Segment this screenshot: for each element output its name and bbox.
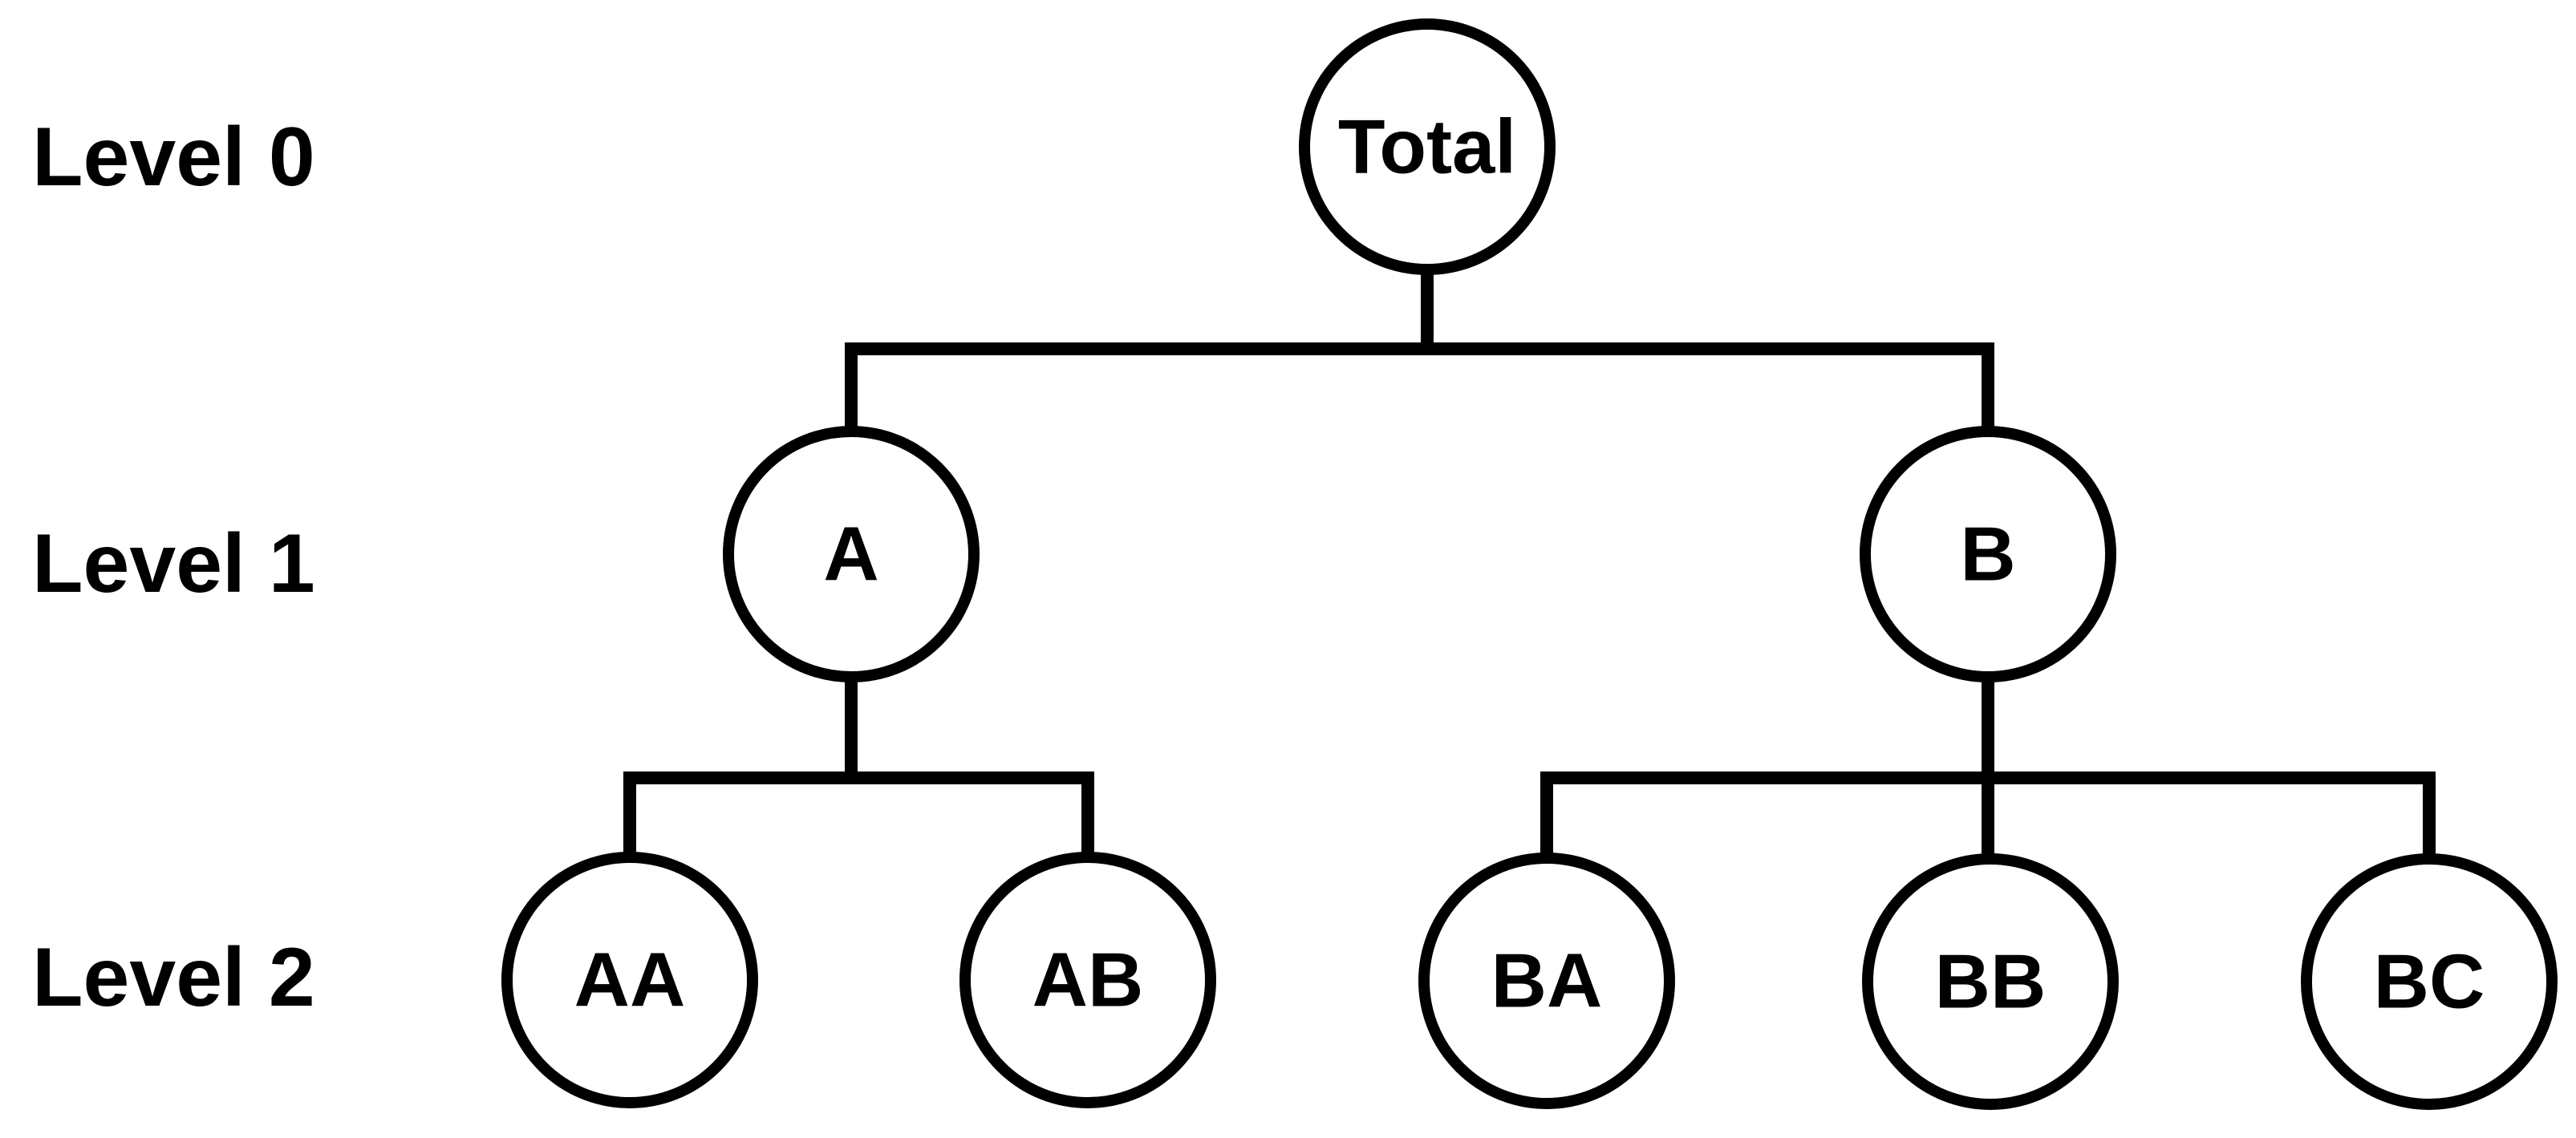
node-ab-label: AB <box>1032 938 1144 1023</box>
connectors <box>623 263 2436 863</box>
node-bc-label: BC <box>2374 939 2485 1025</box>
node-total-circle <box>1299 18 1556 275</box>
node-bb: BB <box>1862 853 2119 1110</box>
node-aa-label: AA <box>574 938 686 1023</box>
node-aa-circle <box>501 852 758 1108</box>
node-ba-circle <box>1418 852 1675 1109</box>
node-b-circle <box>1860 426 2116 682</box>
node-bc-circle <box>2301 853 2558 1110</box>
node-total-label: Total <box>1338 104 1516 190</box>
node-total: Total <box>1299 18 1556 275</box>
node-ba: BA <box>1418 852 1675 1109</box>
node-bb-circle <box>1862 853 2119 1110</box>
node-ab-circle <box>959 852 1216 1108</box>
node-b-label: B <box>1960 512 2015 597</box>
node-b: B <box>1860 426 2116 682</box>
level-2-label: Level 2 <box>32 931 315 1024</box>
node-ab: AB <box>959 852 1216 1108</box>
node-ba-label: BA <box>1491 938 1603 1024</box>
level-1-label: Level 1 <box>32 517 315 610</box>
node-a-circle <box>723 426 980 682</box>
node-bb-label: BB <box>1935 939 2047 1025</box>
level-labels: Level 0 Level 1 Level 2 <box>32 111 315 1024</box>
node-aa: AA <box>501 852 758 1108</box>
node-a: A <box>723 426 980 682</box>
node-a-label: A <box>823 512 878 597</box>
level-0-label: Level 0 <box>32 111 315 204</box>
node-bc: BC <box>2301 853 2558 1110</box>
